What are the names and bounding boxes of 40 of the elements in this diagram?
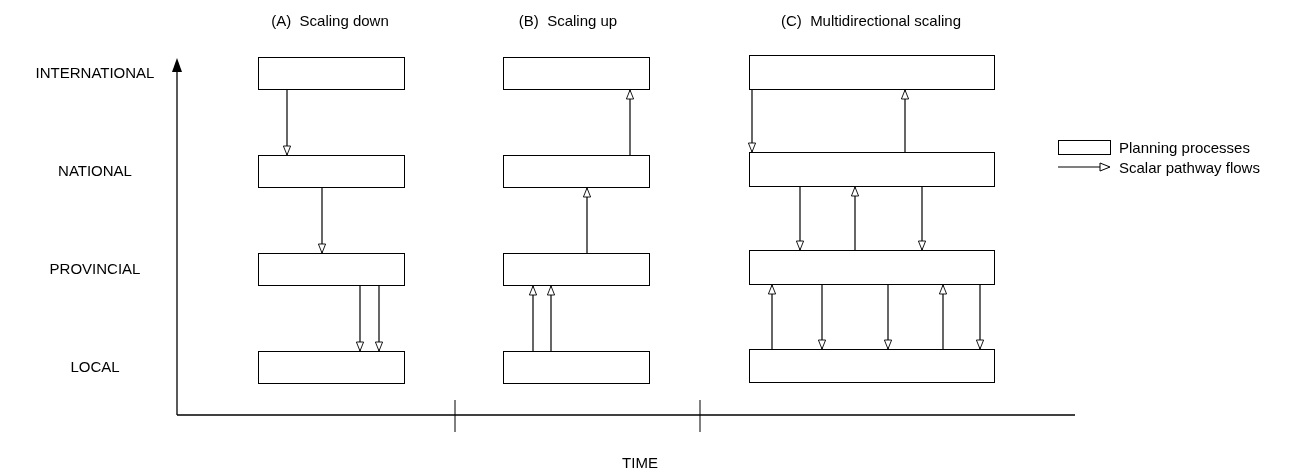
arrow bbox=[546, 285, 556, 352]
process-box bbox=[258, 253, 405, 286]
legend-label: Planning processes bbox=[1119, 139, 1250, 155]
arrow bbox=[282, 89, 292, 156]
process-box bbox=[503, 155, 650, 188]
process-box bbox=[749, 152, 995, 187]
process-box bbox=[503, 253, 650, 286]
arrow bbox=[795, 186, 805, 251]
arrow bbox=[528, 285, 538, 352]
process-box bbox=[503, 351, 650, 384]
process-box bbox=[258, 57, 405, 90]
panel-title: (C) Multidirectional scaling bbox=[780, 12, 962, 28]
arrow bbox=[975, 284, 985, 350]
arrow bbox=[625, 89, 635, 156]
axis-label: TIME bbox=[622, 454, 658, 470]
arrow bbox=[317, 187, 327, 254]
arrow bbox=[917, 186, 927, 251]
arrow bbox=[582, 187, 592, 254]
process-box bbox=[503, 57, 650, 90]
axis-level-label: NATIONAL bbox=[58, 162, 132, 178]
arrow bbox=[938, 284, 948, 350]
process-box bbox=[258, 351, 405, 384]
process-box bbox=[749, 250, 995, 285]
arrow bbox=[900, 89, 910, 153]
arrow bbox=[883, 284, 893, 350]
arrow bbox=[817, 284, 827, 350]
axis-level-label: LOCAL bbox=[70, 358, 120, 374]
arrow bbox=[767, 284, 777, 350]
arrow bbox=[850, 186, 860, 251]
axis-level-label: INTERNATIONAL bbox=[35, 64, 155, 80]
process-box bbox=[258, 155, 405, 188]
panel-title: (A) Scaling down bbox=[271, 12, 389, 28]
arrow bbox=[374, 285, 384, 352]
panel-title: (B) Scaling up bbox=[518, 12, 618, 28]
legend-label: Scalar pathway flows bbox=[1119, 159, 1260, 175]
arrow bbox=[355, 285, 365, 352]
process-box bbox=[749, 55, 995, 90]
axis-level-label: PROVINCIAL bbox=[49, 260, 141, 276]
arrow bbox=[747, 89, 757, 153]
process-box bbox=[749, 349, 995, 383]
